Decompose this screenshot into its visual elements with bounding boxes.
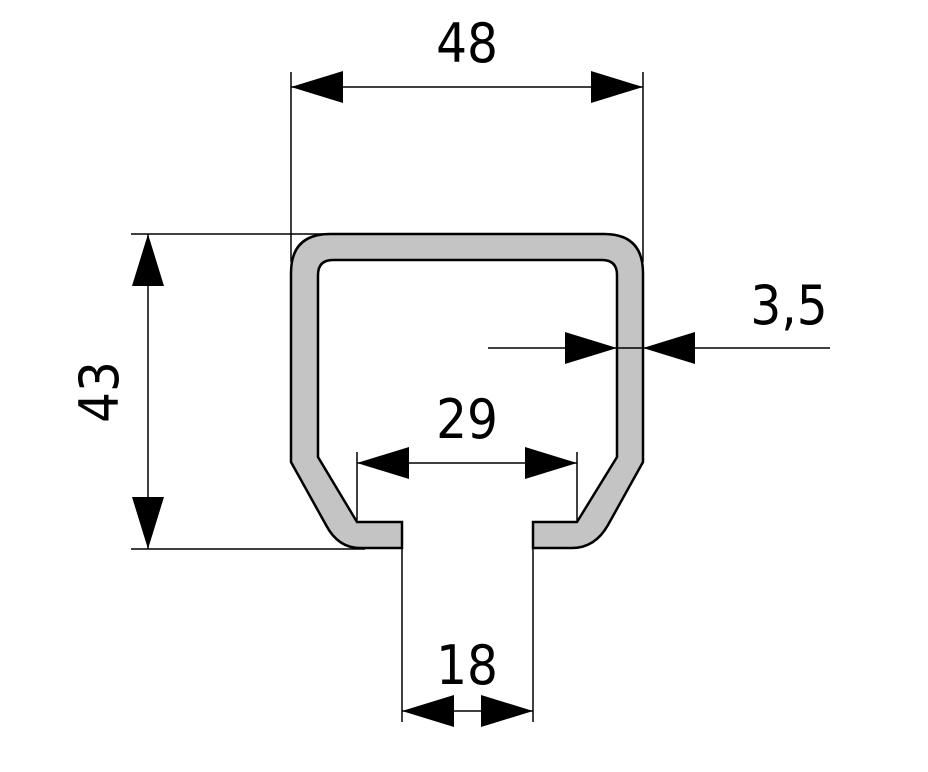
- arrowhead-width-right: [591, 71, 643, 103]
- extension-lines: [131, 72, 644, 722]
- arrowhead-slot-right: [481, 695, 533, 727]
- dimension-label-thickness: 3,5: [750, 274, 827, 337]
- arrowhead-height-bottom: [132, 497, 164, 549]
- arrowhead-opening-right: [525, 447, 577, 479]
- dimension-label-opening: 29: [436, 388, 498, 451]
- arrowhead-opening-left: [357, 447, 409, 479]
- arrowhead-thickness-outer: [643, 332, 695, 364]
- arrowheads: [132, 71, 695, 727]
- dimension-label-width: 48: [436, 12, 498, 75]
- dimension-label-height: 43: [68, 361, 131, 423]
- arrowhead-slot-left: [402, 695, 454, 727]
- arrowhead-height-top: [132, 234, 164, 286]
- dimension-label-slot: 18: [436, 634, 498, 697]
- arrowhead-width-left: [291, 71, 343, 103]
- arrowhead-thickness-inner: [565, 332, 617, 364]
